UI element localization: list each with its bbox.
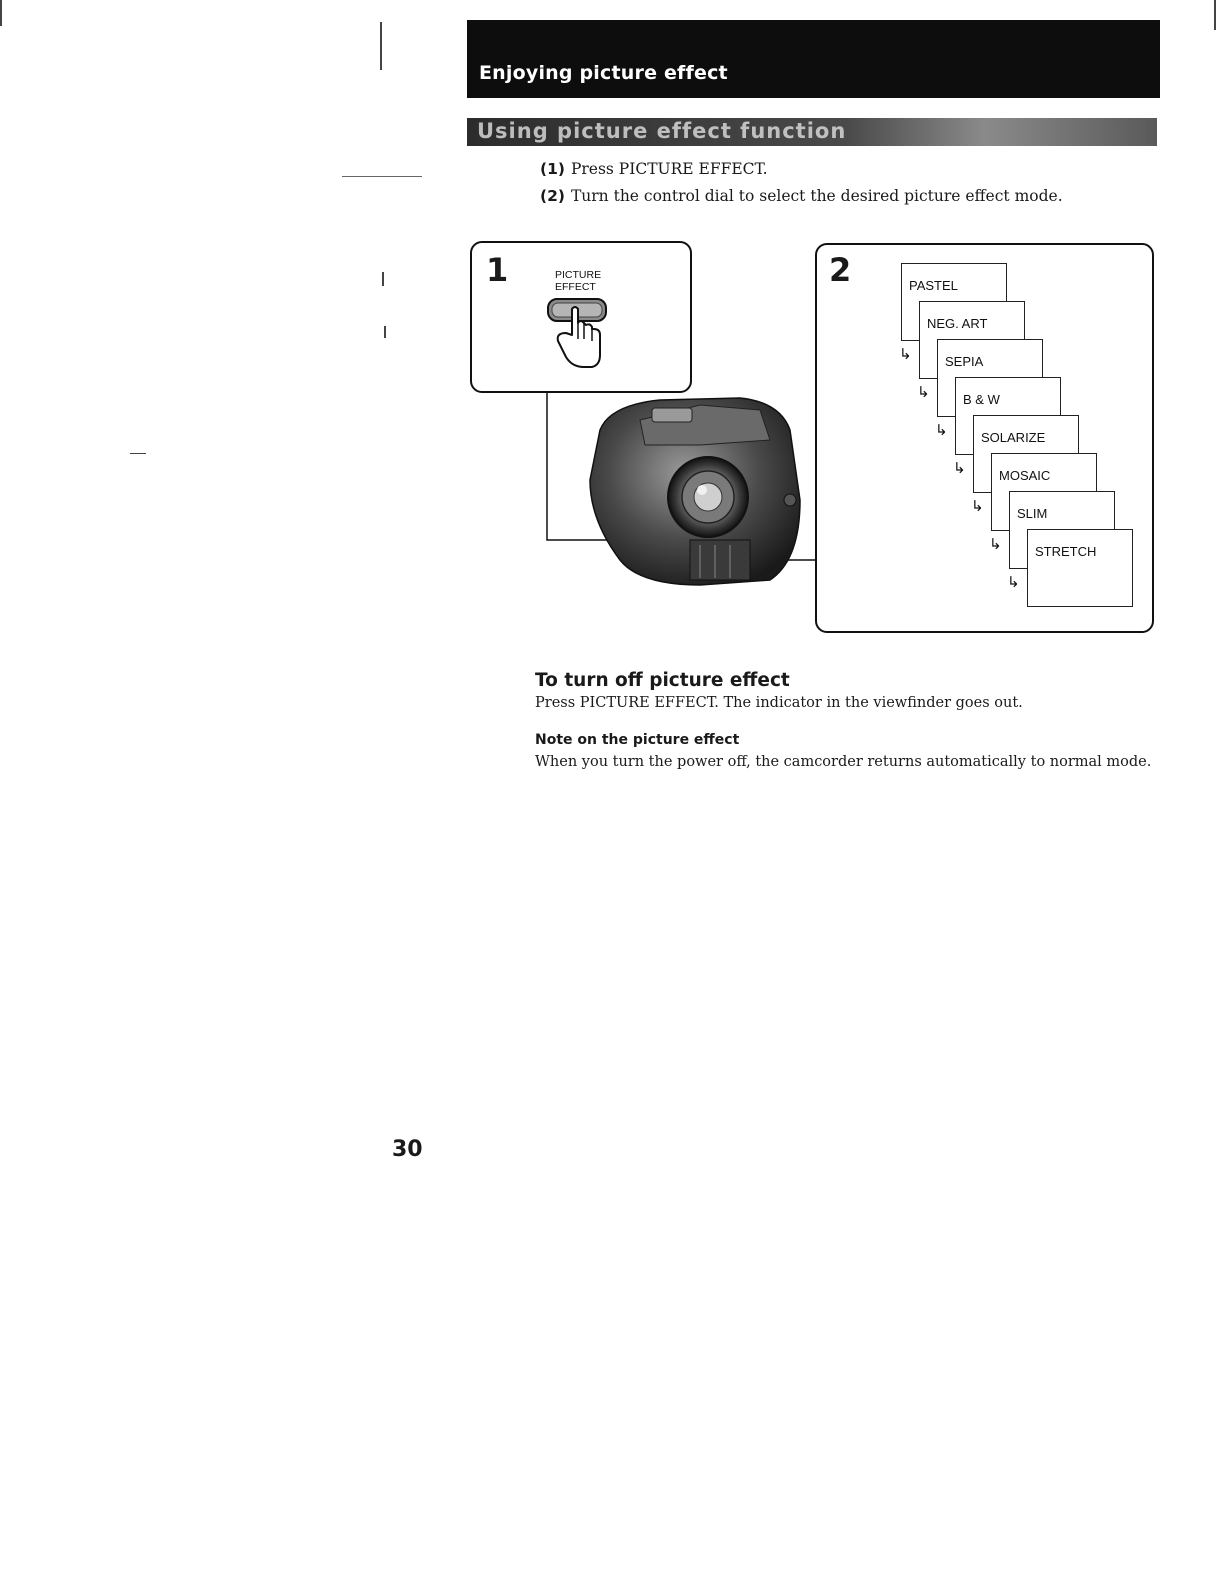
step-1-panel: 1 PICTURE EFFECT: [470, 241, 692, 393]
return-arrow-icon: ↳: [899, 345, 912, 363]
page-number: 30: [392, 1137, 423, 1162]
subsection-title-bar: Using picture effect function: [467, 118, 1157, 146]
camcorder-icon: [589, 397, 801, 586]
note-heading: Note on the picture effect: [535, 732, 740, 748]
step-2-text: Turn the control dial to select the desi…: [570, 187, 1063, 205]
mode-label: SEPIA: [945, 354, 984, 369]
finger-press-icon: [547, 298, 607, 368]
scan-mark: [384, 326, 386, 338]
step-2-number: (2): [540, 187, 565, 205]
scan-mark: [0, 0, 2, 26]
scan-mark: [382, 272, 384, 286]
scan-mark: [130, 453, 146, 454]
button-label-line-2: EFFECT: [555, 281, 596, 293]
return-arrow-icon: ↳: [1007, 573, 1020, 591]
picture-effect-button-label: PICTURE EFFECT: [555, 269, 601, 293]
scan-mark: [380, 22, 382, 70]
return-arrow-icon: ↳: [935, 421, 948, 439]
mode-label: B & W: [963, 392, 1000, 407]
mode-label: MOSAIC: [999, 468, 1051, 483]
mode-card-stretch: STRETCH: [1027, 529, 1133, 607]
step-1-text: Press PICTURE EFFECT.: [570, 160, 768, 178]
panel-1-number: 1: [486, 251, 509, 289]
page-title: Enjoying picture effect: [479, 62, 728, 84]
scan-mark: [1214, 0, 1216, 30]
return-arrow-icon: ↳: [917, 383, 930, 401]
mode-label: STRETCH: [1035, 544, 1097, 559]
scan-mark: [342, 176, 422, 177]
mode-label: PASTEL: [909, 278, 958, 293]
mode-label: SOLARIZE: [981, 430, 1046, 445]
section-title-bar: Enjoying picture effect: [467, 20, 1160, 98]
button-label-line-1: PICTURE: [555, 269, 602, 281]
return-arrow-icon: ↳: [953, 459, 966, 477]
subsection-title: Using picture effect function: [477, 119, 847, 143]
return-arrow-icon: ↳: [989, 535, 1002, 553]
panel-2-number: 2: [829, 251, 852, 289]
turn-off-body: Press PICTURE EFFECT. The indicator in t…: [535, 695, 1023, 711]
step-1-number: (1): [540, 160, 565, 178]
return-arrow-icon: ↳: [971, 497, 984, 515]
note-body: When you turn the power off, the camcord…: [535, 754, 1152, 770]
turn-off-heading: To turn off picture effect: [535, 670, 790, 691]
mode-label: SLIM: [1017, 506, 1048, 521]
mode-label: NEG. ART: [927, 316, 988, 331]
step-1: (1) Press PICTURE EFFECT.: [540, 160, 768, 178]
step-2: (2) Turn the control dial to select the d…: [540, 187, 1063, 205]
